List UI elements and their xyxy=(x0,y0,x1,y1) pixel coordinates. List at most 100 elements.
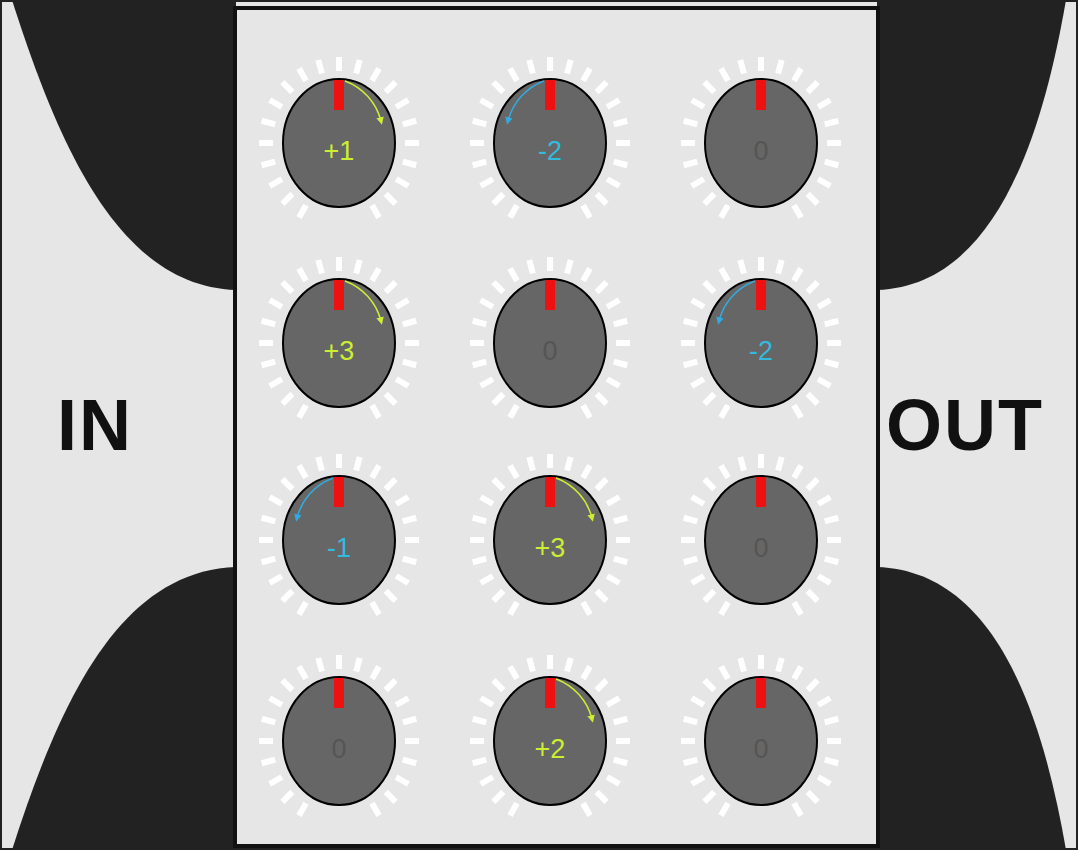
tick-mark xyxy=(299,269,306,281)
tick-mark xyxy=(583,69,590,81)
tick-mark xyxy=(794,205,801,217)
tick-mark xyxy=(794,466,801,478)
tick-mark xyxy=(808,792,818,802)
tick-mark xyxy=(607,497,619,504)
tick-mark xyxy=(692,379,704,386)
tick-mark xyxy=(510,803,517,815)
tick-mark xyxy=(818,300,830,307)
tick-mark xyxy=(583,602,590,614)
tick-mark xyxy=(470,537,484,543)
tick-mark xyxy=(510,205,517,217)
knob-indicator xyxy=(334,678,344,708)
tick-mark xyxy=(614,518,628,522)
turn-arrow xyxy=(345,81,381,121)
knob-indicator xyxy=(545,280,555,310)
tick-mark xyxy=(583,405,590,417)
tick-mark xyxy=(372,269,379,281)
tick-mark xyxy=(616,537,630,543)
tick-mark xyxy=(597,394,607,404)
tick-mark xyxy=(270,300,282,307)
tick-mark xyxy=(386,394,396,404)
tick-mark xyxy=(510,69,517,81)
tick-mark xyxy=(336,454,342,468)
turn-arrow xyxy=(556,478,592,518)
tick-mark xyxy=(262,719,276,723)
tick-mark xyxy=(684,321,698,325)
tick-mark xyxy=(270,777,282,784)
tick-mark xyxy=(473,121,487,125)
tick-mark xyxy=(386,479,396,489)
tick-mark xyxy=(681,537,695,543)
tick-mark xyxy=(403,162,417,166)
knob: 0 xyxy=(703,77,819,209)
tick-mark xyxy=(704,792,714,802)
tick-mark xyxy=(597,194,607,204)
knob-value: +1 xyxy=(281,136,397,166)
tick-mark xyxy=(259,140,273,146)
tick-mark xyxy=(684,760,698,764)
tick-mark xyxy=(470,738,484,744)
tick-mark xyxy=(493,394,503,404)
tick-mark xyxy=(794,602,801,614)
tick-mark xyxy=(692,576,704,583)
tick-mark xyxy=(758,655,764,669)
tick-mark xyxy=(818,497,830,504)
tick-mark xyxy=(684,362,698,366)
tick-mark xyxy=(403,518,417,522)
tick-mark xyxy=(547,655,553,669)
tick-mark xyxy=(473,162,487,166)
tick-mark xyxy=(721,803,728,815)
tick-mark xyxy=(614,559,628,563)
turn-arrow xyxy=(719,281,755,321)
tick-mark xyxy=(704,680,714,690)
tick-mark xyxy=(597,591,607,601)
tick-mark xyxy=(270,698,282,705)
tick-mark xyxy=(473,518,487,522)
tick-mark xyxy=(704,82,714,92)
tick-mark xyxy=(282,792,292,802)
knob: 0 xyxy=(703,474,819,606)
tick-mark xyxy=(356,658,360,672)
tick-mark xyxy=(299,667,306,679)
tick-mark xyxy=(808,194,818,204)
tick-mark xyxy=(583,803,590,815)
knob: 0 xyxy=(281,675,397,807)
tick-mark xyxy=(270,179,282,186)
tick-mark xyxy=(704,282,714,292)
tick-mark xyxy=(529,260,533,274)
tick-mark xyxy=(510,602,517,614)
tick-mark xyxy=(818,698,830,705)
tick-mark xyxy=(808,82,818,92)
tick-mark xyxy=(567,260,571,274)
funnel-shape xyxy=(12,0,236,290)
tick-mark xyxy=(282,591,292,601)
tick-mark xyxy=(684,162,698,166)
tick-mark xyxy=(758,454,764,468)
tick-mark xyxy=(493,282,503,292)
funnel-shape xyxy=(877,0,1066,290)
tick-mark xyxy=(614,121,628,125)
tick-mark xyxy=(808,394,818,404)
knob: 0 xyxy=(492,277,608,409)
tick-mark xyxy=(614,321,628,325)
tick-mark xyxy=(396,100,408,107)
tick-mark xyxy=(721,466,728,478)
funnel-shape xyxy=(12,567,236,850)
tick-mark xyxy=(470,340,484,346)
tick-mark xyxy=(692,179,704,186)
tick-mark xyxy=(372,69,379,81)
tick-mark xyxy=(282,394,292,404)
knob-indicator xyxy=(545,477,555,507)
tick-mark xyxy=(808,591,818,601)
knob: +2 xyxy=(492,675,608,807)
tick-mark xyxy=(473,760,487,764)
tick-mark xyxy=(386,591,396,601)
tick-mark xyxy=(318,658,322,672)
tick-mark xyxy=(386,82,396,92)
tick-mark xyxy=(372,803,379,815)
tick-mark xyxy=(597,282,607,292)
tick-mark xyxy=(681,340,695,346)
tick-mark xyxy=(473,362,487,366)
tick-mark xyxy=(481,379,493,386)
tick-mark xyxy=(396,698,408,705)
